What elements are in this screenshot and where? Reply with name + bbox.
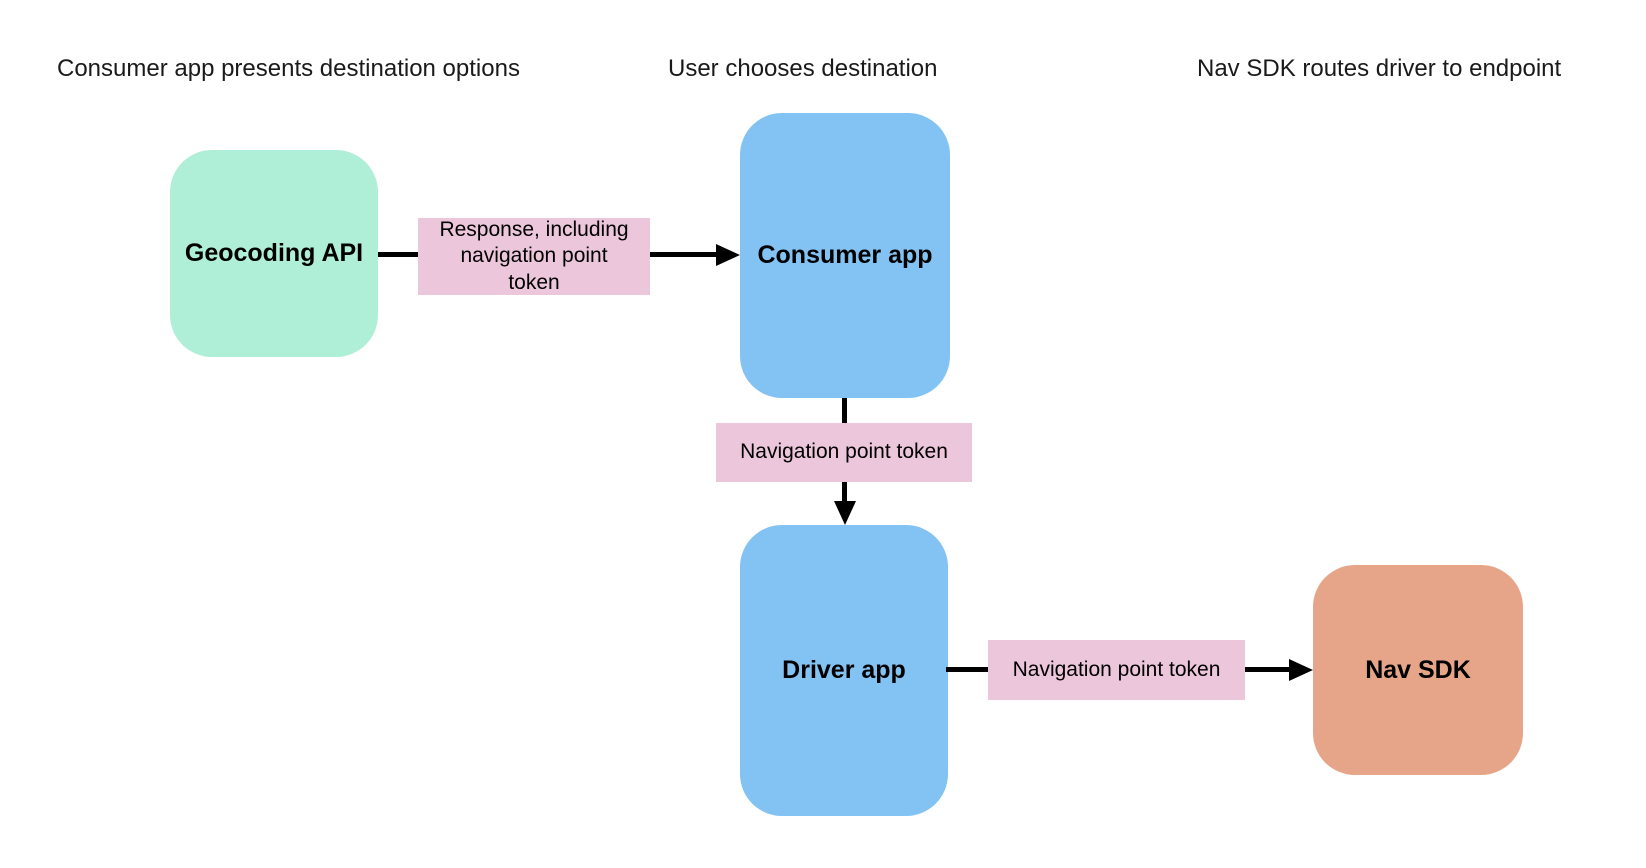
connector-line-driver-to-label (946, 667, 988, 672)
connector-line-label-to-driver (842, 482, 847, 502)
arrowhead-right-icon (1289, 659, 1313, 681)
edge-label-navigation-point-token-right: Navigation point token (988, 640, 1245, 700)
edge-label-response-token: Response, including navigation point tok… (418, 218, 650, 295)
connector-line-consumer-to-label (842, 398, 847, 423)
stage-header-consumer-presents: Consumer app presents destination option… (57, 55, 520, 82)
edge-label-navigation-point-token-middle: Navigation point token (716, 423, 972, 482)
stage-header-navsdk-routes: Nav SDK routes driver to endpoint (1197, 55, 1562, 82)
connector-line-label-to-consumer (650, 252, 716, 257)
node-driver-app: Driver app (740, 525, 948, 816)
node-consumer-app: Consumer app (740, 113, 950, 398)
stage-header-user-chooses: User chooses destination (668, 55, 938, 82)
arrowhead-down-icon (834, 501, 856, 525)
connector-line-geocoding-to-label (378, 252, 418, 257)
node-geocoding-api: Geocoding API (170, 150, 378, 357)
node-nav-sdk: Nav SDK (1313, 565, 1523, 775)
connector-line-label-to-navsdk (1245, 667, 1289, 672)
arrowhead-right-icon (716, 244, 740, 266)
